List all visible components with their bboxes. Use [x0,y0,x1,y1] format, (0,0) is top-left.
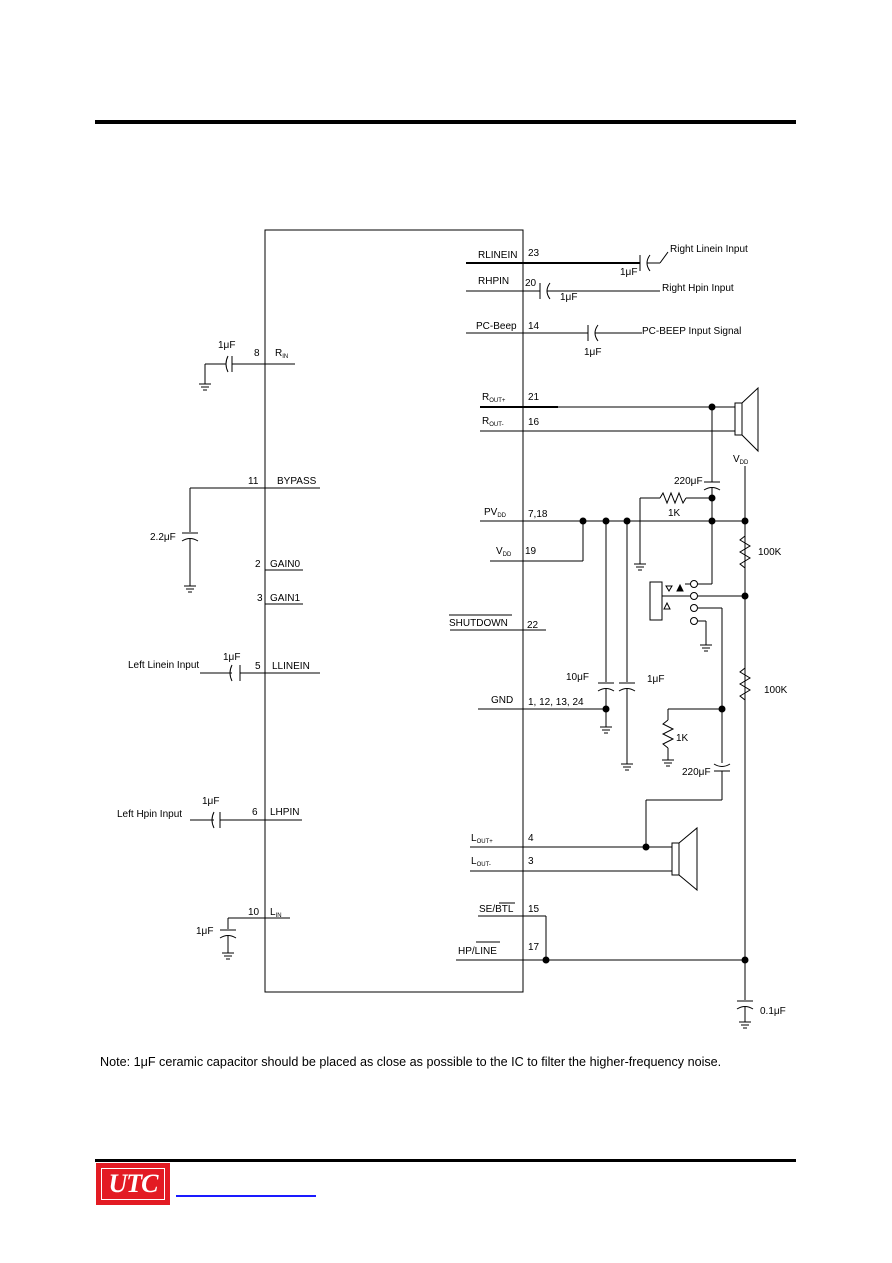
pin-label-routp: ROUT+ [482,392,506,404]
pin-label-rlinein: RLINEIN [478,250,517,261]
cap-bypass-label: 2.2μF [150,532,176,543]
signal-right-hpin: Right Hpin Input [662,283,734,294]
cap-220uf-left-label: 220μF [682,767,711,778]
pin-label-pvdd: PVDD [484,507,507,519]
pin-label-vdd: VDD [496,546,512,558]
pin-label-hpline: HP/LINE [458,946,497,957]
pin-num-6: 6 [252,807,258,818]
pin-label-llinein: LLINEIN [272,661,310,672]
pin-label-gain0: GAIN0 [270,559,300,570]
pin-label-loutm: LOUT- [471,856,491,868]
pin-num-5: 5 [255,661,261,672]
resistor-1k-bottom-label: 1K [676,733,689,744]
signal-left-hpin: Left Hpin Input [117,809,182,820]
footer-rule [95,1159,796,1162]
pin-num-21: 21 [528,392,540,403]
pin-label-lhpin: LHPIN [270,807,299,818]
pin-label-loutp: LOUT+ [471,833,493,845]
pin-num-23: 23 [528,248,540,259]
pin-label-rin: RIN [275,348,288,360]
cap-lin-plate-b [219,935,237,939]
design-note: Note: 1μF ceramic capacitor should be pl… [100,1055,722,1069]
pin-num-20: 20 [525,278,537,289]
pin-num-17: 17 [528,942,540,953]
pin-num-8: 8 [254,348,260,359]
pin-label-lin: LIN [270,907,282,919]
headphone-jack-icon [649,581,663,621]
pin-label-bypass: BYPASS [277,476,317,487]
resistor-100k-lower [739,667,751,701]
resistor-1k-bottom [661,719,675,749]
website-link[interactable] [176,1195,316,1197]
pin-num-16: 16 [528,417,540,428]
cap-llinein-plate-a [229,664,233,682]
cap-10uf-plate-b [597,688,615,692]
cap-rhpin-label: 1μF [560,292,577,303]
utc-logo: UTC [96,1163,170,1205]
cap-1uf-decoupling-label: 1μF [647,674,664,685]
pin-num-gnd: 1, 12, 13, 24 [528,697,584,708]
header-rule [95,120,796,124]
cap-0-1uf-plate-b [736,1006,754,1010]
cap-pcbeep-label: 1μF [584,347,601,358]
pin-num-10: 10 [248,907,260,918]
resistor-100k-upper-label: 100K [758,547,782,558]
pin-num-2: 2 [255,559,261,570]
pin-label-sebtl: SE/BTL [479,904,514,915]
cap-lhpin-plate-a [211,811,215,829]
speaker-left-icon [671,842,680,876]
cap-llinein-label: 1μF [223,652,240,663]
pin-label-rhpin: RHPIN [478,276,509,287]
cap-rin-label: 1μF [218,340,235,351]
pin-num-7-18: 7,18 [528,509,548,520]
resistor-100k-lower-label: 100K [764,685,788,696]
cap-10uf-label: 10μF [566,672,589,683]
pin-num-14: 14 [528,321,540,332]
pin-num-3: 3 [257,593,263,604]
cap-220uf-right-plate-b [703,487,721,491]
utc-logo-text: UTC [108,1169,159,1198]
cap-lhpin-label: 1μF [202,796,219,807]
cap-1uf-decoupling-plate-b [618,688,636,692]
cap-0-1uf-label: 0.1μF [760,1006,786,1017]
pin-num-19: 19 [525,546,537,557]
cap-lin-label: 1μF [196,926,213,937]
pin-num-15: 15 [528,904,540,915]
signal-pc-beep: PC-BEEP Input Signal [642,326,741,337]
pin-label-gain1: GAIN1 [270,593,300,604]
pin-label-shutdown: SHUTDOWN [449,618,508,629]
pin-num-3-right: 3 [528,856,534,867]
pin-num-4: 4 [528,833,534,844]
resistor-1k-top [659,491,687,505]
speaker-right-icon [734,402,743,436]
ic-body [264,229,524,993]
resistor-1k-top-label: 1K [668,508,681,519]
pin-label-gnd: GND [491,695,513,706]
cap-rlinein-label: 1μF [620,267,637,278]
resistor-100k-upper [739,535,751,569]
signal-left-linein: Left Linein Input [128,660,199,671]
pin-num-22: 22 [527,620,539,631]
cap-bypass-plate-b [181,538,199,542]
vdd-rail-label: VDD [733,454,749,466]
pin-label-pcbeep: PC-Beep [476,321,517,332]
cap-220uf-left-plate-a [713,763,731,767]
cap-220uf-right-label: 220μF [674,476,703,487]
pin-label-routm: ROUT- [482,416,504,428]
pin-num-11: 11 [248,476,259,487]
cap-rin-plate-b [225,355,229,373]
signal-right-linein: Right Linein Input [670,244,748,255]
